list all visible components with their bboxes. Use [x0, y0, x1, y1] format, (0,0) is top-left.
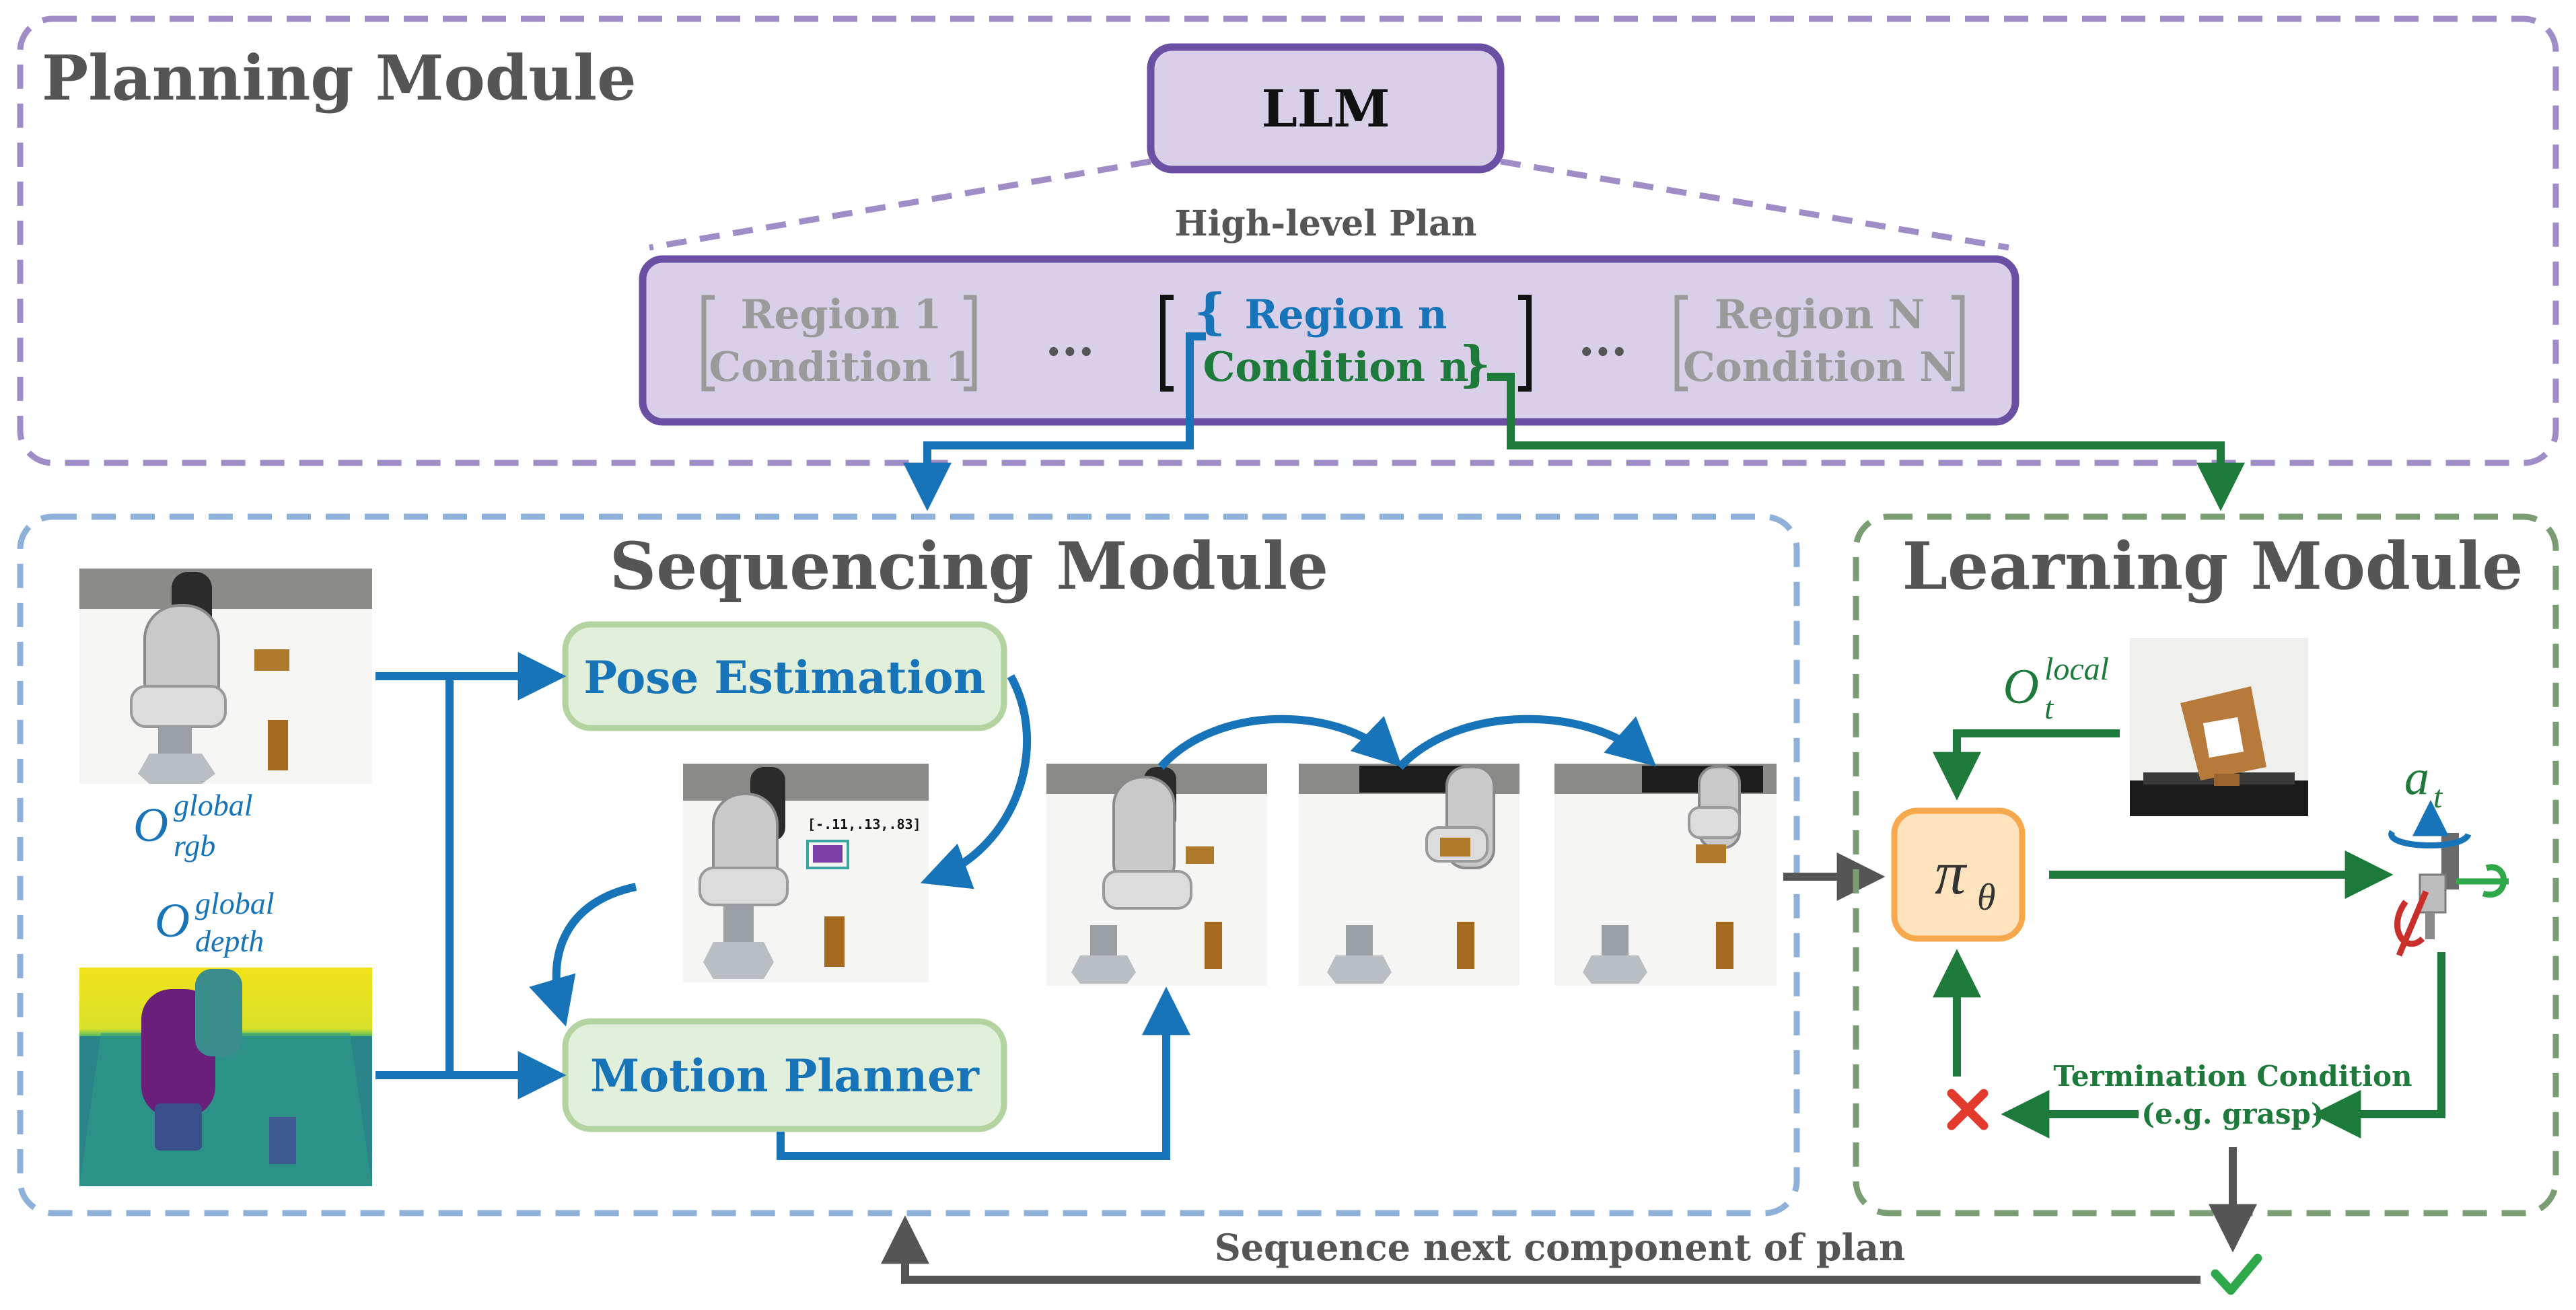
plan-item-1: Region 1 Condition 1 [701, 291, 977, 392]
local-obs-to-policy-arrow [1933, 729, 2120, 801]
llm-to-plan-right-dash [1500, 158, 2009, 251]
termination-example-label: (e.g. grasp) [2141, 1097, 2324, 1130]
action-to-termination-arrow [2312, 952, 2445, 1138]
sequencing-module-title: Sequencing Module [610, 528, 1328, 604]
estimate-to-motion-arrow [529, 883, 637, 1027]
sequence-next-arrow [881, 1215, 2201, 1284]
region-to-sequencing-arrow [903, 332, 1206, 511]
high-level-plan-box [639, 255, 2019, 426]
plan-item-1-right-bracket [964, 295, 977, 392]
svg-text:O: O [133, 798, 168, 852]
local-observation-image [2130, 638, 2308, 816]
plan-item-1-left-bracket [701, 295, 715, 392]
trajectory-arc-1 [1157, 715, 1402, 770]
planning-module-border [17, 15, 2559, 466]
plan-item-N-region: Region N [1715, 291, 1925, 338]
svg-text:t: t [2433, 779, 2443, 815]
rotate-z-icon [2388, 830, 2472, 848]
policy-box [1891, 807, 2026, 942]
svg-text:θ: θ [1977, 877, 1996, 918]
llm-box [1147, 43, 1505, 174]
motion-planner-label: Motion Planner [590, 1050, 980, 1102]
pose-estimation-label: Pose Estimation [583, 651, 985, 704]
action-label: a t [2404, 750, 2443, 815]
region-n-open-brace: { [1194, 283, 1225, 340]
pose-to-estimate-arrow [920, 674, 1032, 889]
plan-item-N-left-bracket [1674, 295, 1688, 392]
pose-estimate-image: [-.11,.13,.83] [683, 764, 929, 982]
planning-module: Planning Module LLM High-level Plan Regi… [17, 15, 2559, 466]
sequencing-module: Sequencing Module O global rgb O global … [17, 513, 1800, 1216]
obs-rgb-label: O global rgb [133, 788, 253, 863]
planning-module-title: Planning Module [42, 42, 637, 114]
condition-to-learning-arrow [1487, 373, 2245, 511]
svg-text:depth: depth [195, 924, 264, 958]
termination-condition-label: Termination Condition [2053, 1060, 2412, 1093]
svg-text:t: t [2044, 690, 2054, 726]
plan-item-n-left-bracket [1160, 295, 1174, 392]
svg-text:local: local [2044, 651, 2109, 687]
plan-ellipsis-left: ... [1045, 311, 1094, 367]
llm-label: LLM [1261, 79, 1390, 139]
plan-item-n-condition: Condition n [1203, 344, 1469, 391]
trajectory-arc-2 [1396, 715, 1657, 770]
plan-item-1-region: Region 1 [740, 291, 941, 338]
svg-text:rgb: rgb [174, 828, 215, 863]
policy-label: π θ [1935, 838, 1996, 918]
rotate-x-icon [2394, 900, 2425, 947]
plan-item-N-right-bracket [1952, 295, 1965, 392]
sequence-next-label: Sequence next component of plan [1215, 1226, 1906, 1269]
obs-local-label: O local t [2003, 651, 2109, 726]
llm-to-plan-left-dash [649, 158, 1151, 251]
global-depth-image [79, 968, 372, 1186]
plan-ellipsis-right: ... [1578, 311, 1627, 367]
trajectory-frame-1 [1046, 764, 1267, 986]
high-level-plan-label: High-level Plan [1175, 203, 1477, 244]
pose-readout: [-.11,.13,.83] [808, 816, 921, 832]
trajectory-frame-3 [1554, 764, 1777, 986]
plan-item-1-condition: Condition 1 [709, 344, 974, 391]
svg-text:π: π [1935, 838, 1968, 907]
gripper-action-icon [2388, 799, 2509, 957]
learning-module-border [1853, 513, 2559, 1216]
plan-item-n-right-bracket [1518, 295, 1532, 392]
plan-item-n: { Region n Condition n } [1160, 283, 1532, 392]
plan-item-n-region: Region n [1245, 291, 1447, 338]
plan-item-N-condition: Condition N [1683, 344, 1956, 391]
svg-text:O: O [155, 894, 190, 947]
sequencing-module-border [17, 513, 1800, 1216]
learning-module: Learning Module O local t π θ a [1853, 513, 2559, 1253]
obs-depth-label: O global depth [155, 886, 275, 958]
svg-text:a: a [2404, 750, 2429, 805]
learning-module-title: Learning Module [1902, 528, 2524, 604]
trajectory-frame-2 [1299, 764, 1519, 986]
not-terminated-cross-icon [1947, 1089, 1989, 1130]
global-rgb-image [79, 569, 372, 784]
svg-text:O: O [2003, 659, 2039, 715]
terminated-check-icon [2211, 1253, 2262, 1295]
plan-item-N: Region N Condition N [1674, 291, 1965, 392]
motion-to-trajectory-arrow [777, 986, 1190, 1160]
svg-text:global: global [195, 886, 275, 920]
condition-n-close-brace: } [1460, 335, 1491, 392]
svg-text:global: global [174, 788, 253, 822]
